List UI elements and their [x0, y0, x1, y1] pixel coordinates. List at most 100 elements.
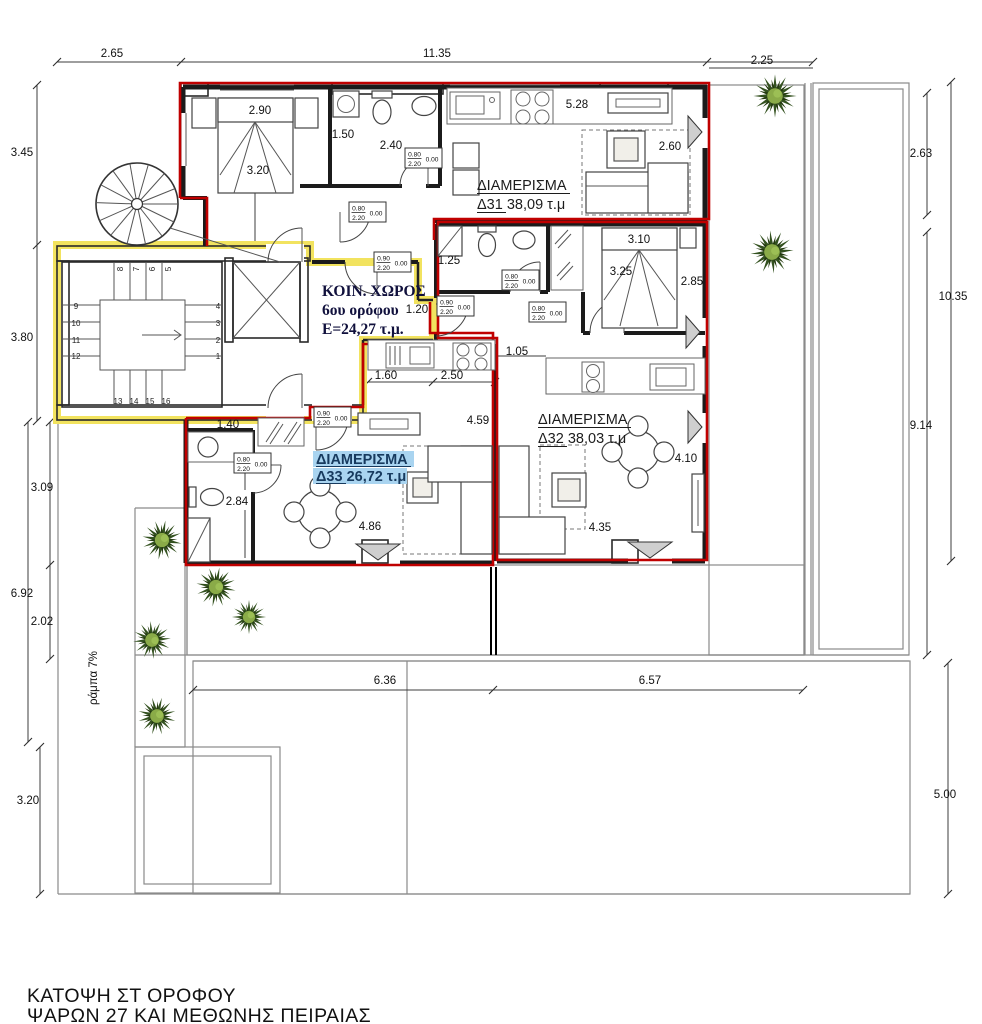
stair-number: 15	[146, 397, 155, 406]
common-label-line1: ΚΟΙΝ. ΧΩΡΟΣ	[322, 283, 426, 300]
door-width: 0.80	[352, 206, 365, 213]
chair	[627, 415, 649, 437]
door-level: 0.00	[395, 261, 408, 268]
dim-label: 4.86	[359, 521, 381, 533]
dim-label: 3.25	[610, 266, 632, 278]
dim-label: 4.59	[467, 415, 489, 427]
dim-label: 4.35	[589, 522, 611, 534]
door-arrow-icon	[687, 114, 703, 150]
area-d31: Δ31 38,09 τ.μ	[477, 197, 565, 213]
neighbor-strip-inner	[818, 88, 904, 650]
door-spec-boxes: 0.802.200.00 0.802.200.00 0.902.200.00 0…	[233, 147, 567, 474]
dim-label: 2.84	[226, 496, 249, 508]
balcony-door-arrows	[354, 114, 703, 561]
stair-number: 13	[114, 397, 123, 406]
lower-plot	[192, 660, 911, 895]
door-arrow-icon	[626, 541, 674, 559]
nightstand	[679, 227, 697, 249]
door-width: 0.80	[237, 457, 250, 464]
staircase: 1 2 3 4 5 6 7 8 9 10 11 12 13 14 15 16	[61, 261, 223, 408]
stair-number: 14	[130, 397, 139, 406]
furniture-d33	[187, 339, 496, 563]
dim-label: 11.35	[423, 48, 451, 60]
door-height: 2.20	[532, 315, 545, 322]
sink	[411, 95, 437, 117]
dim-label: 2.90	[249, 105, 271, 117]
area-d33: Δ33 26,72 τ.μ	[316, 469, 406, 485]
dim-label: 5.28	[566, 99, 588, 111]
wardrobe-d32	[550, 225, 584, 291]
dim-label: 1.50	[332, 129, 354, 141]
nightstand	[294, 97, 319, 129]
dimension-labels: 2.65 11.35 2.25 3.45 3.80 3.09 6.92 2.02…	[11, 48, 968, 807]
dim-label: 3.10	[628, 234, 650, 246]
lower-building-inner	[143, 755, 272, 885]
common-label-line3: Ε=24,27 τ.μ.	[322, 321, 404, 338]
door-height: 2.20	[377, 265, 390, 272]
stair-number: 3	[216, 319, 221, 328]
dim-label: 2.25	[751, 55, 773, 67]
stair-number: 8	[116, 266, 125, 271]
title-block: ΚΑΤΟΨΗ ΣΤ ΟΡΟΦΟΥ ΨΑΡΩΝ 27 ΚΑΙ ΜΕΘΩΝΗΣ ΠΕ…	[27, 985, 371, 1024]
oven	[452, 142, 480, 169]
drawing-title: ΚΑΤΟΨΗ ΣΤ ΟΡΟΦΟΥ	[27, 985, 236, 1007]
spiral-staircase	[95, 162, 281, 263]
toilet-tank	[371, 90, 393, 99]
door-height: 2.20	[505, 283, 518, 290]
sink	[197, 436, 219, 458]
dim-label: 10.35	[939, 291, 968, 303]
dim-label: 5.00	[934, 789, 956, 801]
toilet	[372, 99, 392, 125]
rug	[581, 129, 691, 216]
tree-icon	[125, 613, 179, 667]
drawing-address: ΨΑΡΩΝ 27 ΚΑΙ ΜΕΘΩΝΗΣ ΠΕΙΡΑΙΑΣ	[27, 1005, 371, 1024]
door-width: 0.80	[532, 306, 545, 313]
tree-icon	[139, 517, 185, 563]
common-label-line2: 6ου ορόφου	[322, 302, 399, 319]
dim-label: 3.20	[17, 795, 39, 807]
door-arrow-icon	[685, 314, 701, 350]
stair-number: 12	[72, 352, 81, 361]
dim-label: 2.63	[910, 148, 932, 160]
chair	[601, 441, 623, 463]
outline-d32	[436, 220, 709, 562]
door-level: 0.00	[458, 305, 471, 312]
door-level: 0.00	[523, 279, 536, 286]
door-spec: 0.902.200.00	[436, 295, 475, 317]
tree-icon	[231, 599, 267, 635]
chair	[283, 501, 305, 523]
tree-icon	[188, 559, 244, 615]
toilet	[199, 487, 225, 507]
common-area-label: ΚΟΙΝ. ΧΩΡΟΣ 6ου ορόφου Ε=24,27 τ.μ.	[322, 283, 426, 338]
door-height: 2.20	[317, 420, 330, 427]
door-width: 0.80	[408, 152, 421, 159]
door-level: 0.00	[426, 157, 439, 164]
elevator	[232, 261, 301, 339]
neighbor-strip-outer	[812, 82, 910, 656]
door-width: 0.80	[505, 274, 518, 281]
site-boundaries	[57, 82, 911, 895]
tree-icon	[743, 223, 801, 281]
chair	[309, 527, 331, 549]
lower-building-outer	[134, 746, 281, 894]
dim-label: 6.92	[11, 588, 33, 600]
door-width: 0.90	[440, 300, 453, 307]
stair-number: 5	[164, 266, 173, 271]
door-spec: 0.802.200.00	[233, 452, 272, 474]
dim-label: 2.02	[31, 616, 53, 628]
door-level: 0.00	[550, 311, 563, 318]
dim-label: 1.20	[406, 304, 428, 316]
outline-d33	[184, 302, 495, 567]
door-height: 2.20	[352, 215, 365, 222]
stair-numbers: 1 2 3 4 5 6 7 8 9 10 11 12 13 14 15 16	[72, 266, 221, 406]
east-terrace	[708, 84, 805, 656]
sink	[512, 230, 536, 250]
stair-number: 11	[72, 336, 81, 345]
ramp-label: ράμπα 7%	[88, 651, 100, 705]
toilet-tank	[477, 225, 497, 233]
door-spec: 0.80 2.20 0.00	[528, 301, 567, 323]
dim-label: 1.05	[506, 346, 528, 358]
chair	[335, 501, 357, 523]
dim-label: 1.60	[375, 370, 397, 382]
